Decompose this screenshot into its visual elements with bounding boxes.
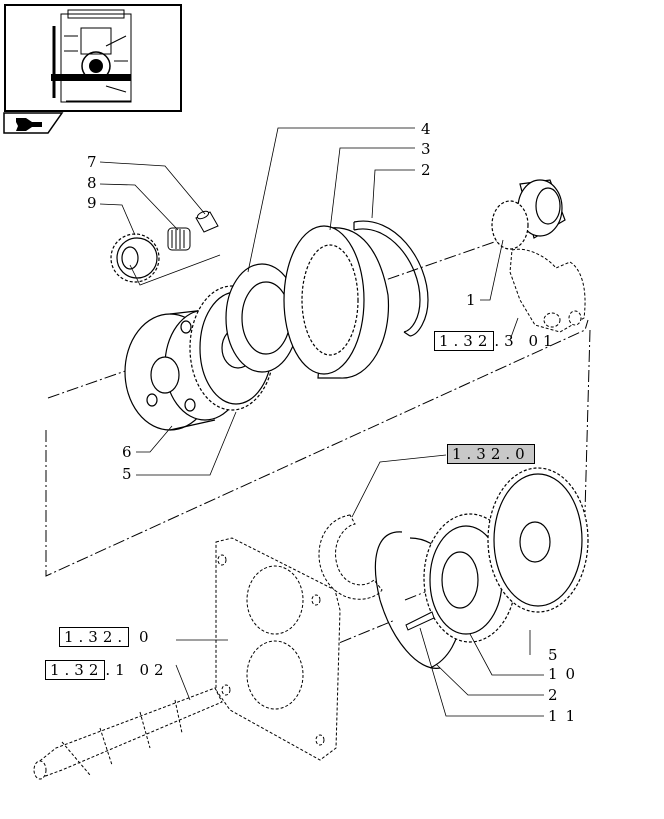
- reference-boxed-text: 1.32: [434, 331, 495, 351]
- callout-2-upper: 2: [421, 161, 431, 179]
- shim-part: [318, 514, 383, 600]
- callout-2-lower: 2: [548, 686, 558, 704]
- reference-link-1-32-0-highlight[interactable]: 1.32.0: [447, 444, 535, 464]
- small-gear-part: [110, 233, 160, 283]
- needle-roller-part: [167, 227, 191, 251]
- assembly-thumbnail-icon: [51, 9, 132, 103]
- callout-3: 3: [421, 140, 431, 158]
- pin-part: [195, 210, 219, 233]
- fork-bracket-part: [509, 248, 586, 333]
- callout-9: 9: [87, 194, 97, 212]
- callout-4: 4: [421, 120, 431, 138]
- callout-7: 7: [87, 153, 97, 171]
- sun-gear-part: [491, 179, 566, 250]
- callout-11: 11: [548, 707, 584, 725]
- reference-link-1-32-1-02[interactable]: 1.32.1 02: [45, 660, 169, 680]
- arrow-right-icon: [16, 118, 42, 131]
- callout-6: 6: [122, 443, 132, 461]
- reference-boxed-text: 1.32: [45, 660, 106, 680]
- reference-link-1-32-3-01[interactable]: 1.32.3 01: [434, 331, 558, 351]
- leader-lines: [99, 127, 544, 717]
- ring-gear-part: [283, 225, 390, 379]
- splined-shaft-part: [33, 687, 223, 780]
- large-gear-lower-part: [487, 467, 589, 613]
- reference-tail-text: 0: [129, 628, 154, 646]
- callout-5-lower: 5: [548, 646, 558, 664]
- thrust-washer-part: [225, 263, 299, 373]
- reference-boxed-text: 1.32.: [59, 627, 130, 647]
- callout-1: 1: [466, 291, 476, 309]
- callout-5-upper: 5: [122, 465, 132, 483]
- callout-8: 8: [87, 174, 97, 192]
- next-page-button[interactable]: [2, 112, 64, 134]
- dowel-pin-part: [405, 611, 435, 631]
- reference-boxed-text: 1.32.0: [447, 444, 535, 464]
- reference-link-1-32-0[interactable]: 1.32. 0: [59, 627, 154, 647]
- snap-ring-upper-part: [353, 220, 429, 337]
- overview-thumbnail[interactable]: [4, 4, 182, 112]
- callout-10: 10: [548, 665, 584, 683]
- reference-tail-text: .1 02: [105, 661, 169, 679]
- reference-tail-text: .3 01: [494, 332, 558, 350]
- mounting-plate-part: [215, 537, 341, 761]
